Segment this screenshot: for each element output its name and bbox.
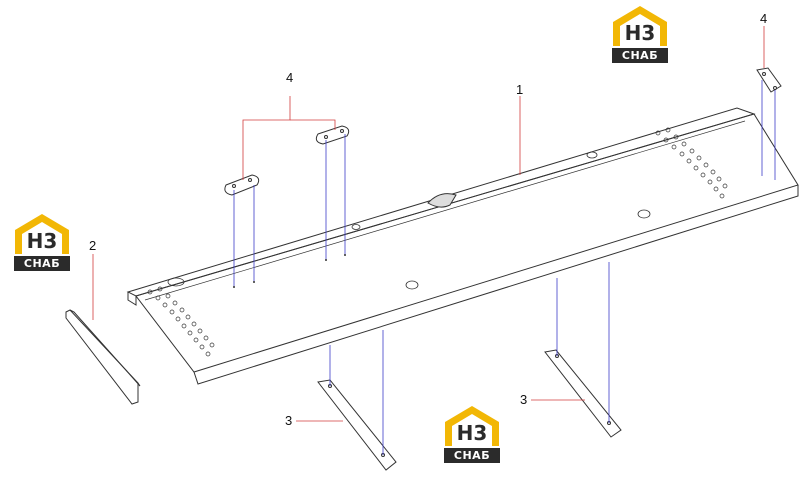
logo-brand: СНАБ	[14, 256, 70, 271]
watermark-logo: H3 СНАБ	[442, 404, 502, 466]
watermark-logo: H3 СНАБ	[12, 212, 72, 274]
right-hole-pattern	[655, 127, 728, 199]
logo-house-icon	[15, 214, 69, 254]
callout-4-center: 4	[286, 70, 294, 85]
watermark-logo: H3 СНАБ	[610, 4, 670, 66]
part-2-strip	[65, 309, 141, 405]
left-hole-pattern	[147, 286, 215, 357]
leader-lines	[92, 26, 765, 422]
logo-brand: СНАБ	[612, 48, 668, 63]
guard-plate-outline	[126, 107, 799, 385]
callout-3-left: 3	[285, 413, 293, 428]
callout-2: 2	[89, 238, 97, 253]
plate-holes	[167, 151, 651, 290]
logo-monogram: H3	[26, 229, 58, 253]
callout-4-right: 4	[760, 11, 768, 26]
callout-3-right: 3	[520, 392, 528, 407]
logo-brand: СНАБ	[444, 448, 500, 463]
logo-monogram: H3	[624, 21, 656, 45]
logo-monogram: H3	[456, 421, 488, 445]
assembly-dots	[233, 254, 346, 288]
callout-1: 1	[516, 82, 524, 97]
logo-house-icon	[445, 406, 499, 446]
assembly-lines	[233, 80, 776, 455]
logo-house-icon	[613, 6, 667, 46]
part-4-plates	[224, 67, 782, 196]
